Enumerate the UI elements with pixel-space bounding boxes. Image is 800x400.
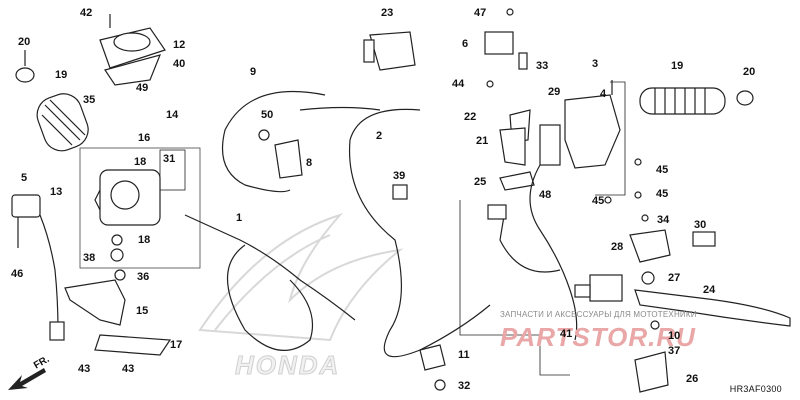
callout-48: 48 (539, 189, 552, 201)
right-grip (639, 87, 726, 115)
cable-2 (348, 108, 491, 358)
callout-8: 8 (306, 157, 313, 169)
callout-9: 9 (250, 66, 257, 78)
watermark-caption: ЗАПЧАСТИ И АКСЕССУАРЫ ДЛЯ МОТОТЕХНИКИ (500, 310, 697, 319)
bar-end-left (15, 67, 35, 83)
callout-12: 12 (173, 39, 186, 51)
honda-wing-logo (198, 212, 404, 342)
cable-9 (221, 90, 326, 193)
callout-14: 14 (166, 109, 179, 121)
callout-20-right: 20 (743, 66, 756, 78)
callout-42: 42 (80, 7, 93, 19)
cable-1 (184, 214, 356, 321)
bar-end-right (736, 90, 754, 106)
callout-32: 32 (458, 380, 471, 392)
callout-41: 41 (560, 328, 573, 340)
callout-21: 21 (476, 135, 489, 147)
callout-18b: 18 (138, 234, 151, 246)
callout-10: 10 (668, 330, 681, 342)
callout-38: 38 (83, 252, 96, 264)
callout-50: 50 (261, 109, 274, 121)
bracket-21 (499, 127, 526, 166)
bracket-17 (94, 334, 172, 356)
callout-45a: 45 (656, 164, 669, 176)
callout-31: 31 (163, 153, 176, 165)
callout-43a: 43 (78, 363, 91, 375)
callout-44: 44 (452, 78, 465, 90)
callout-35: 35 (83, 94, 96, 106)
callout-22: 22 (464, 111, 477, 123)
callout-34: 34 (657, 214, 670, 226)
bracket-28 (629, 229, 671, 263)
callout-46: 46 (11, 268, 24, 280)
callout-36: 36 (137, 271, 150, 283)
callout-39: 39 (393, 170, 406, 182)
callout-11: 11 (458, 349, 470, 361)
callout-23: 23 (381, 7, 394, 19)
callout-1: 1 (236, 212, 243, 224)
callout-26: 26 (686, 373, 699, 385)
callout-49: 49 (136, 82, 149, 94)
part-11 (419, 344, 446, 371)
throttle-body (94, 169, 161, 226)
callout-2: 2 (376, 130, 383, 142)
callout-3: 3 (592, 58, 599, 70)
callout-27: 27 (668, 272, 681, 284)
callout-40: 40 (173, 58, 186, 70)
throttle-housing (99, 27, 166, 86)
switch-5 (11, 194, 41, 218)
callout-13: 13 (50, 186, 63, 198)
pad-30 (692, 231, 716, 247)
lever-15 (64, 279, 126, 326)
callout-20-left: 20 (18, 36, 31, 48)
callout-30: 30 (694, 219, 707, 231)
callout-25: 25 (474, 176, 487, 188)
callout-45b: 45 (656, 188, 669, 200)
callout-47: 47 (474, 7, 487, 19)
callout-33: 33 (536, 60, 549, 72)
brand-text: HONDA (234, 350, 341, 381)
part-25 (499, 171, 535, 191)
brake-lever-24 (634, 289, 791, 327)
bracket-8 (274, 139, 303, 179)
callout-16: 16 (138, 132, 151, 144)
holder-26 (634, 351, 669, 393)
callout-19-left: 19 (55, 69, 68, 81)
callout-28: 28 (611, 241, 624, 253)
diagram-code: HR3AF0300 (729, 384, 782, 394)
callout-18a: 18 (134, 156, 147, 168)
callout-19-right: 19 (671, 60, 684, 72)
callout-17: 17 (170, 339, 183, 351)
callout-5: 5 (21, 172, 28, 184)
callout-24: 24 (703, 284, 716, 296)
callout-37: 37 (668, 345, 681, 357)
callout-6: 6 (462, 38, 469, 50)
callout-15: 15 (136, 305, 149, 317)
left-grip (36, 93, 89, 152)
clip-39 (392, 184, 408, 200)
watermark-logo: PARTSTOR.RU (500, 322, 696, 352)
callout-45c: 45 (592, 195, 605, 207)
relay-6 (484, 31, 514, 55)
callout-43b: 43 (122, 363, 135, 375)
line-art (11, 8, 791, 393)
callout-4: 4 (600, 88, 607, 100)
callout-29: 29 (548, 86, 561, 98)
harness-right (529, 164, 578, 341)
bracket-23 (369, 31, 416, 71)
switch-4 (564, 94, 621, 169)
front-arrow-icon (8, 368, 46, 390)
